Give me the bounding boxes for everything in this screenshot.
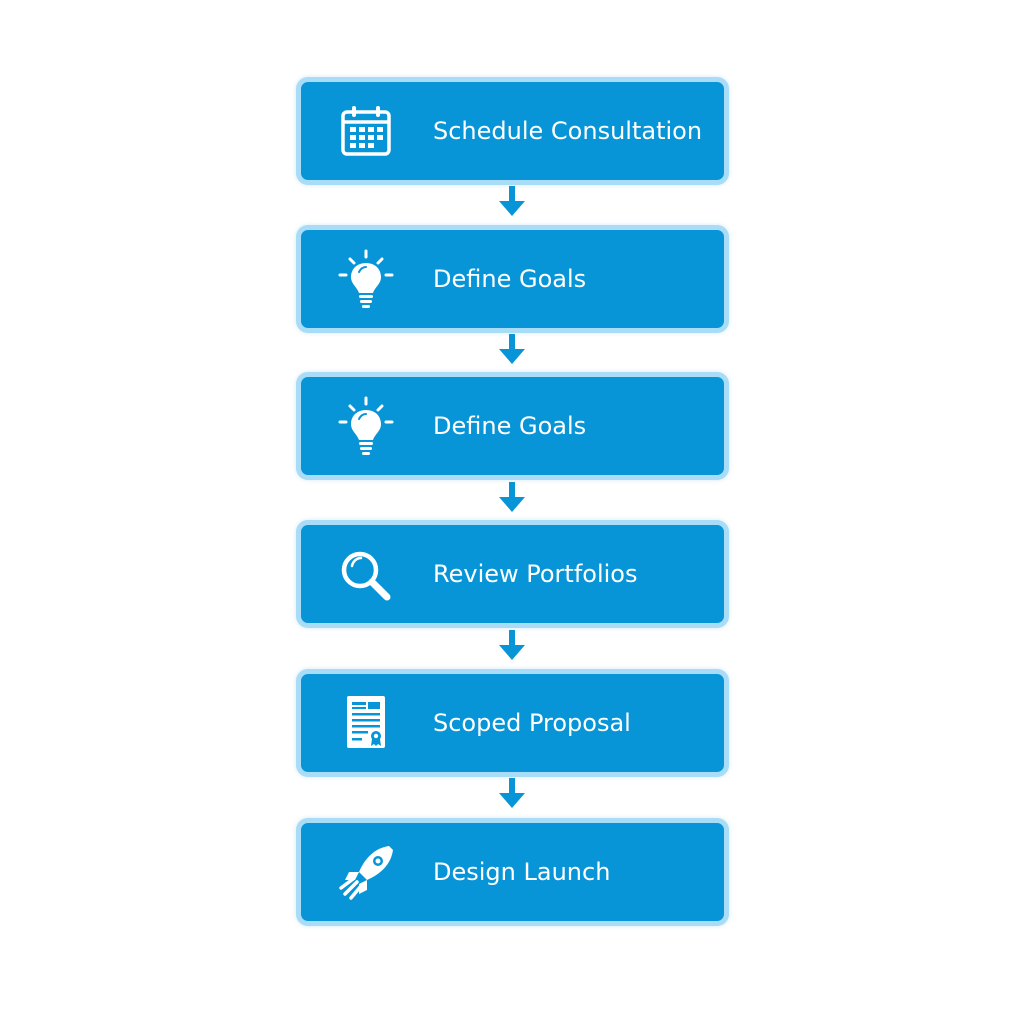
step-label: Scoped Proposal [433,709,631,737]
step-define-goals: Define Goals [296,372,729,480]
document-icon [335,693,397,753]
step-schedule-consultation: Schedule Consultation [296,77,729,185]
arrow-down-icon [497,334,527,366]
step-label: Schedule Consultation [433,117,703,145]
step-label: Define Goals [433,412,587,440]
lightbulb-icon [335,249,397,309]
step-review-portfolios: Review Portfolios [296,520,729,628]
step-label: Define Goals [433,265,587,293]
arrow-down-icon [497,186,527,218]
step-label: Design Launch [433,858,611,886]
calendar-icon [335,101,397,161]
step-design-launch: Design Launch [296,818,729,926]
step-label: Review Portfolios [433,560,638,588]
arrow-down-icon [497,482,527,514]
magnifier-icon [335,544,397,604]
lightbulb-icon [335,396,397,456]
step-scoped-proposal: Scoped Proposal [296,669,729,777]
rocket-icon [335,842,397,902]
arrow-down-icon [497,778,527,810]
step-define-goals: Define Goals [296,225,729,333]
arrow-down-icon [497,630,527,662]
